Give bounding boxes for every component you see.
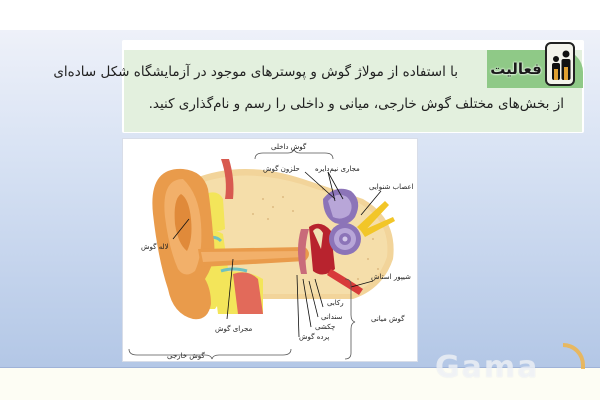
label-stapes: رکابی xyxy=(327,299,344,307)
activity-instructions: با استفاده از مولاژ گوش و پوسترهای موجود… xyxy=(53,56,564,120)
label-outer-ear: گوش خارجی xyxy=(167,352,205,360)
label-cochlea: حلزون گوش xyxy=(263,165,300,173)
label-inner-ear: گوش داخلی xyxy=(271,143,307,151)
label-malleus: چکشی xyxy=(315,323,336,331)
gama-watermark: Gama xyxy=(435,350,540,385)
activity-title-tab: فعالیت xyxy=(487,50,545,88)
slide-bottom-margin xyxy=(0,368,600,400)
label-eustachian-tube: شیپور استاش xyxy=(371,273,411,281)
gama-logo-arc-icon xyxy=(563,343,585,369)
label-pinna: لاله گوش xyxy=(141,243,169,251)
ear-illustration xyxy=(128,148,395,360)
label-ear-canal: مجرای گوش xyxy=(215,325,253,333)
slide-top-margin xyxy=(0,0,600,30)
activity-text-line-1: با استفاده از مولاژ گوش و پوسترهای موجود… xyxy=(53,64,458,80)
activity-text-line-2: از بخش‌های مختلف گوش خارجی، میانی و داخل… xyxy=(148,96,564,112)
activity-title: فعالیت xyxy=(490,60,542,78)
ear-diagram: گوش داخلی حلزون گوش مجاری نیم‌دایره اعصا… xyxy=(122,138,418,362)
label-eardrum: پرده گوش xyxy=(299,333,330,341)
people-icon xyxy=(545,42,575,86)
activity-card: فعالیت با استفاده از مولاژ گوش و پوسترها… xyxy=(53,40,584,133)
label-auditory-nerves: اعصاب شنوایی xyxy=(369,183,414,191)
label-middle-ear: گوش میانی xyxy=(371,315,405,323)
label-semicircular-canals: مجاری نیم‌دایره xyxy=(315,165,360,173)
label-incus: سندانی xyxy=(321,313,343,321)
